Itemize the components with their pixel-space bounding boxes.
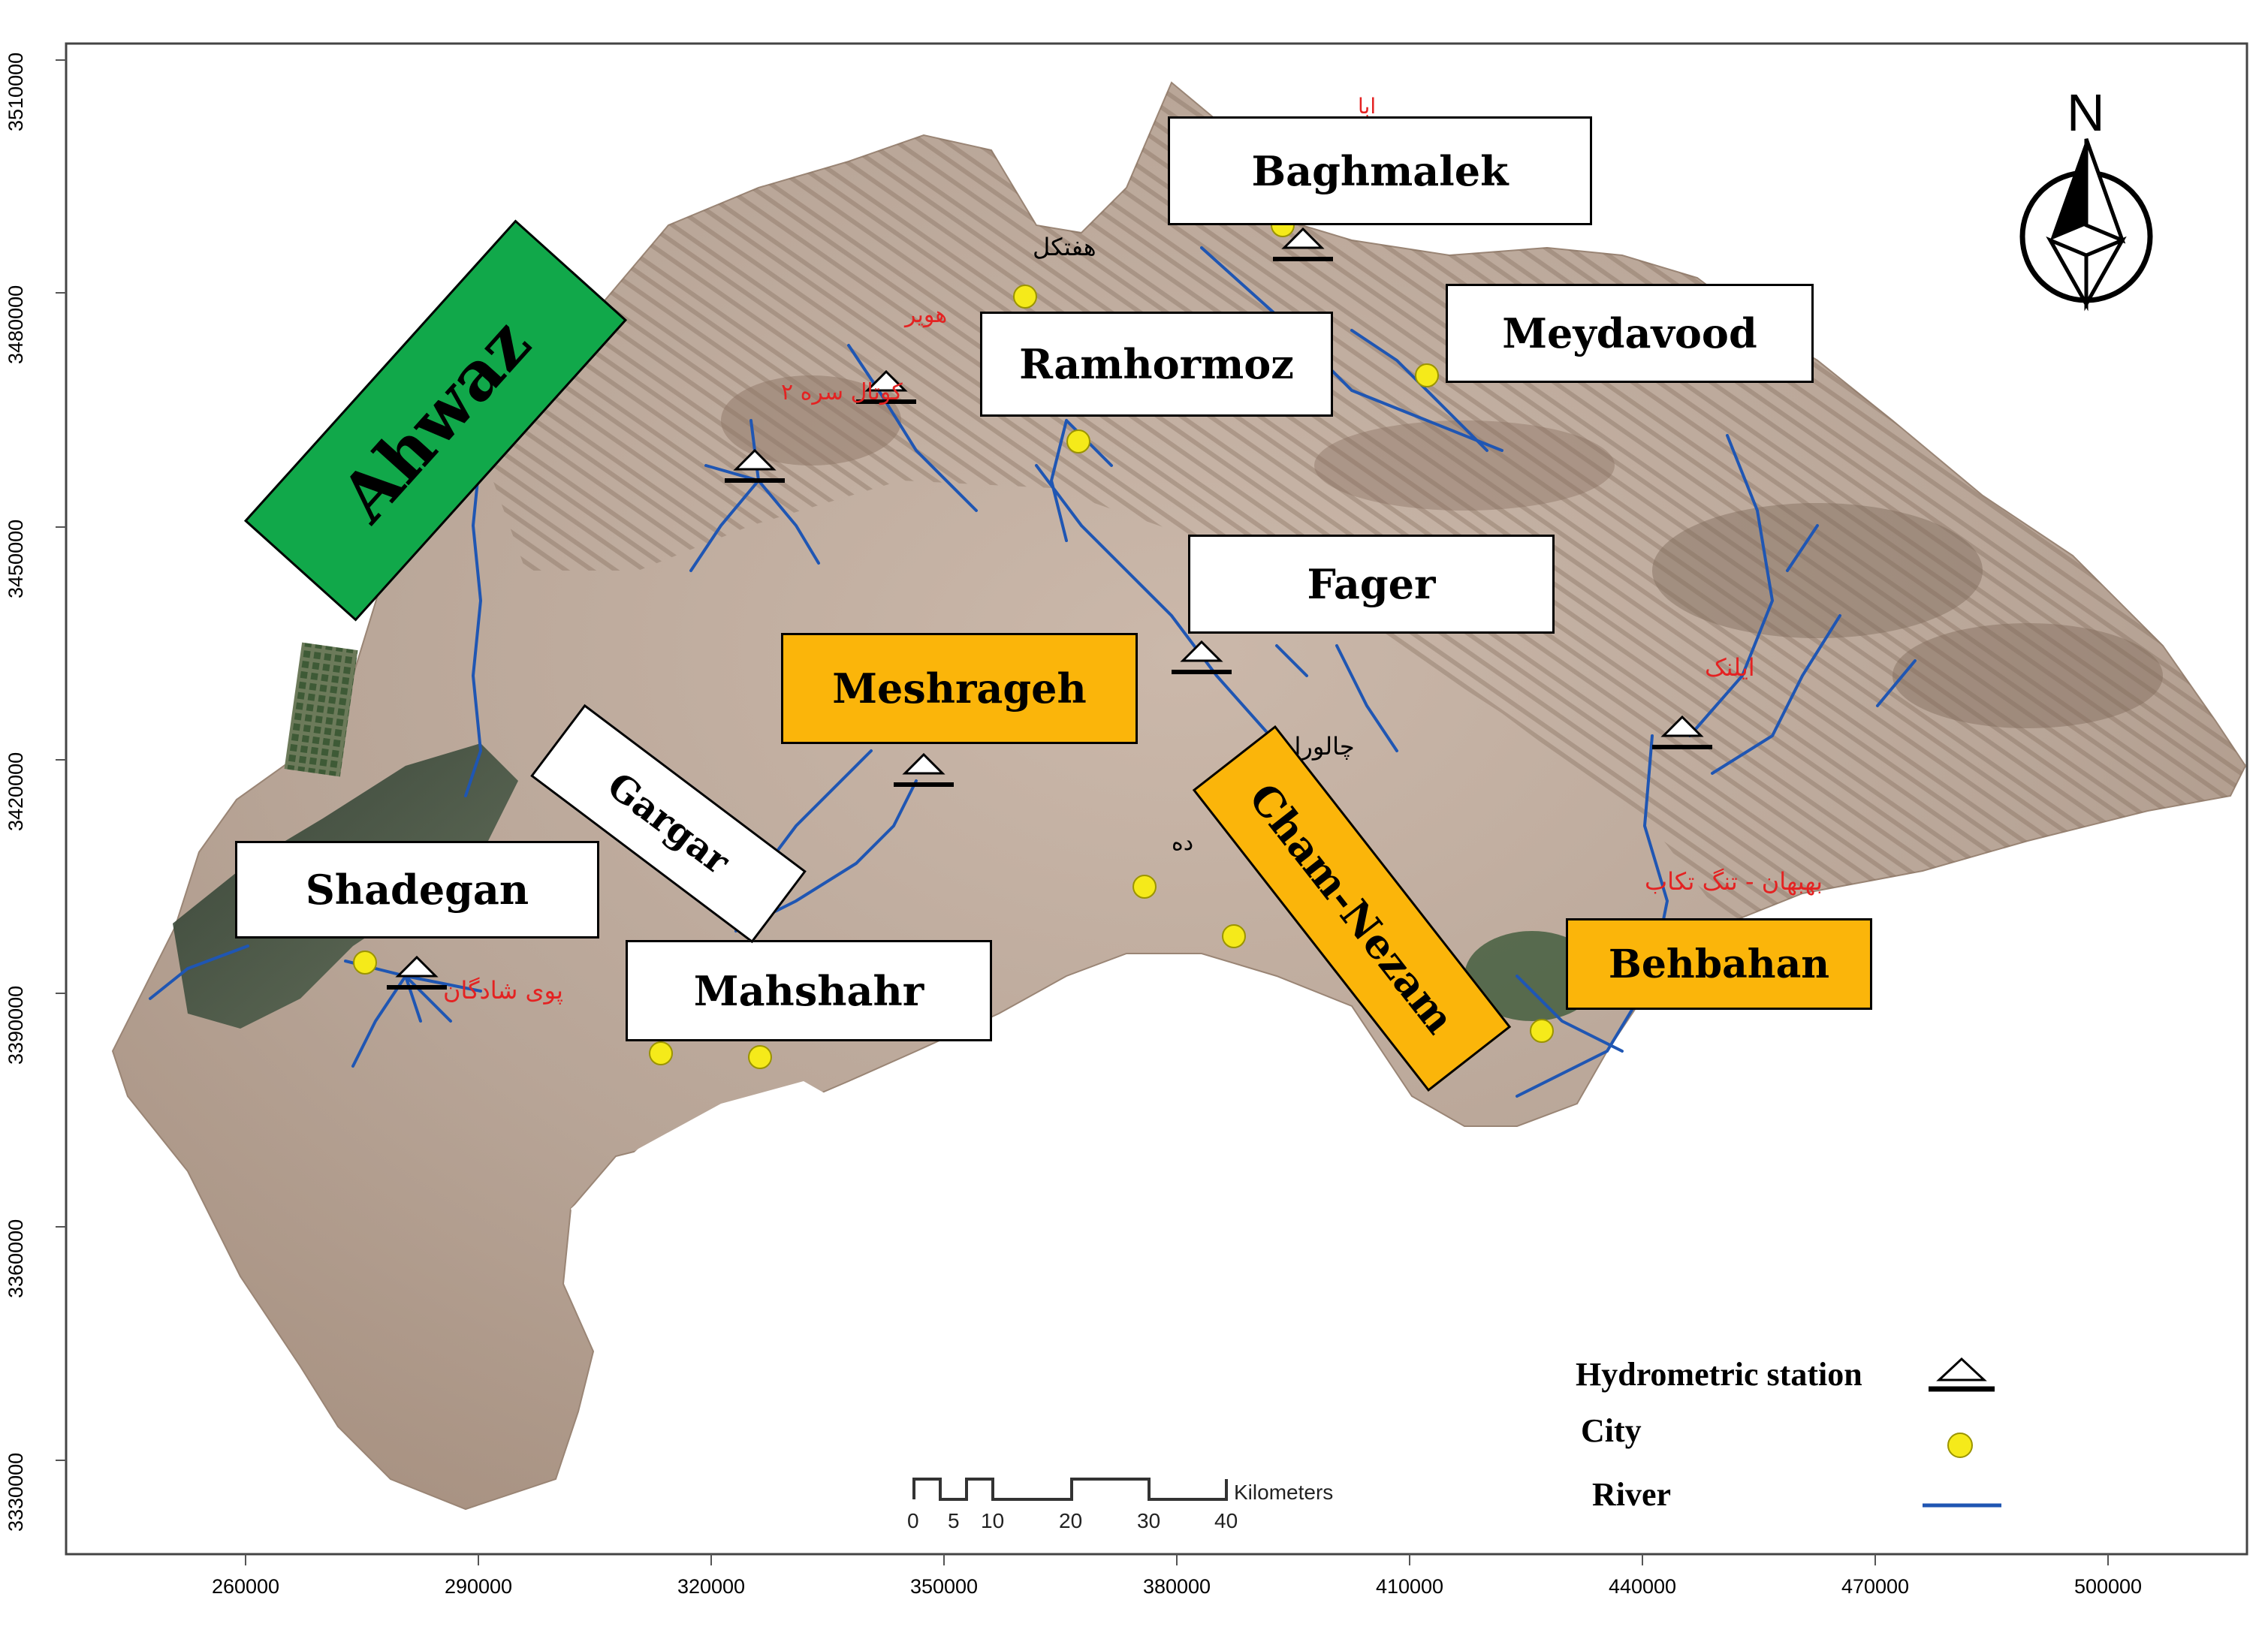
y-tick-3450000: 3450000	[5, 519, 27, 598]
y-tick-3330000: 3330000	[5, 1452, 27, 1532]
map-text-ab: ابا	[1358, 94, 1377, 119]
city-behbahan	[1530, 1019, 1554, 1043]
x-tick-440000: 440000	[1608, 1575, 1677, 1598]
north-arrow-icon	[2019, 138, 2153, 312]
map-text-pol-shadegan: پوی شادگان	[443, 976, 563, 1005]
map-text-na: ده	[1172, 830, 1194, 856]
label-behbahan: Behbahan	[1566, 918, 1872, 1010]
legend-city-icon	[1947, 1433, 1973, 1458]
label-mahshahr: Mahshahr	[626, 940, 992, 1041]
x-tick-410000: 410000	[1375, 1575, 1444, 1598]
label-baghmalek: Baghmalek	[1168, 116, 1592, 225]
station-shadegan	[387, 955, 447, 990]
station-fager	[1172, 640, 1232, 674]
y-tick-3510000: 3510000	[5, 52, 27, 131]
scale-unit: Kilometers	[1234, 1481, 1334, 1504]
scale-tick-20: 20	[1059, 1509, 1083, 1532]
station-kotal	[856, 369, 916, 404]
scale-bar	[912, 1478, 1228, 1501]
x-tick-350000: 350000	[909, 1575, 979, 1598]
label-meydavood: Meydavood	[1446, 284, 1814, 383]
river-branch-4	[1688, 434, 1819, 737]
label-meshrageh: Meshrageh	[781, 633, 1138, 744]
river-west	[149, 945, 249, 1000]
station-karun-upper	[725, 448, 785, 483]
river-branch-1	[689, 419, 820, 572]
river-branch-8	[1516, 975, 1624, 1053]
river-shadegan-1	[344, 960, 482, 1068]
dark-relief-1	[721, 375, 901, 465]
station-meshrageh	[894, 752, 954, 787]
city-hendijan	[1132, 875, 1157, 899]
x-tick-320000: 320000	[677, 1575, 746, 1598]
hydrometric-stations	[387, 227, 1712, 990]
axis-ticks	[56, 59, 2109, 1565]
label-shadegan: Shadegan	[235, 841, 599, 939]
label-ramhormoz: Ramhormoz	[980, 312, 1333, 417]
y-tick-3360000: 3360000	[5, 1219, 27, 1298]
map-text-behbahan-tang: بهبهان - تنگ تکاب	[1645, 867, 1823, 896]
station-behbahan	[1652, 715, 1712, 749]
city-ramshir	[1222, 924, 1246, 948]
city-ramhormoz	[1066, 429, 1090, 453]
map-text-haftkel: هفتکل	[1033, 233, 1096, 261]
x-tick-260000: 260000	[211, 1575, 280, 1598]
label-fager: Fager	[1188, 535, 1555, 634]
city-mahshahr-1	[649, 1041, 673, 1065]
station-baghmalek	[1273, 227, 1333, 261]
mountain-ridges	[466, 83, 2245, 923]
map-text-kotal: کوتال سره ۲	[781, 379, 903, 405]
dark-relief-2	[1652, 503, 1983, 638]
x-tick-470000: 470000	[1841, 1575, 1910, 1598]
river-ala	[1200, 246, 1503, 452]
river-branch-5	[1711, 614, 1917, 775]
city-haftkel	[1013, 285, 1037, 309]
scale-tick-10: 10	[981, 1509, 1005, 1532]
legend-station-icon	[1929, 1357, 1995, 1392]
map-text-hover: هویر	[905, 302, 948, 328]
city-meydavood	[1415, 363, 1439, 387]
scale-tick-0: 0	[907, 1509, 919, 1532]
scale-tick-40: 40	[1214, 1509, 1238, 1532]
x-tick-380000: 380000	[1142, 1575, 1211, 1598]
dark-relief-4	[1314, 420, 1615, 511]
white-coast	[751, 1089, 871, 1171]
agricultural-fields	[284, 642, 358, 777]
north-letter: N	[2067, 83, 2105, 142]
x-tick-500000: 500000	[2073, 1575, 2143, 1598]
dark-relief-3	[1893, 623, 2163, 728]
scale-tick-5: 5	[948, 1509, 960, 1532]
city-mahshahr-2	[748, 1045, 772, 1069]
x-tick-290000: 290000	[444, 1575, 513, 1598]
river-branch-6	[1275, 644, 1398, 752]
scale-tick-30: 30	[1137, 1509, 1161, 1532]
city-shadegan	[353, 951, 377, 975]
y-tick-3420000: 3420000	[5, 752, 27, 831]
y-tick-3480000: 3480000	[5, 285, 27, 364]
map-text-ilanj: ایلنک	[1705, 653, 1755, 682]
y-tick-3390000: 3390000	[5, 985, 27, 1065]
legend-city: City	[1581, 1412, 1642, 1449]
legend-hydrometric: Hydrometric station	[1576, 1356, 1862, 1393]
legend-river: River	[1592, 1476, 1672, 1513]
